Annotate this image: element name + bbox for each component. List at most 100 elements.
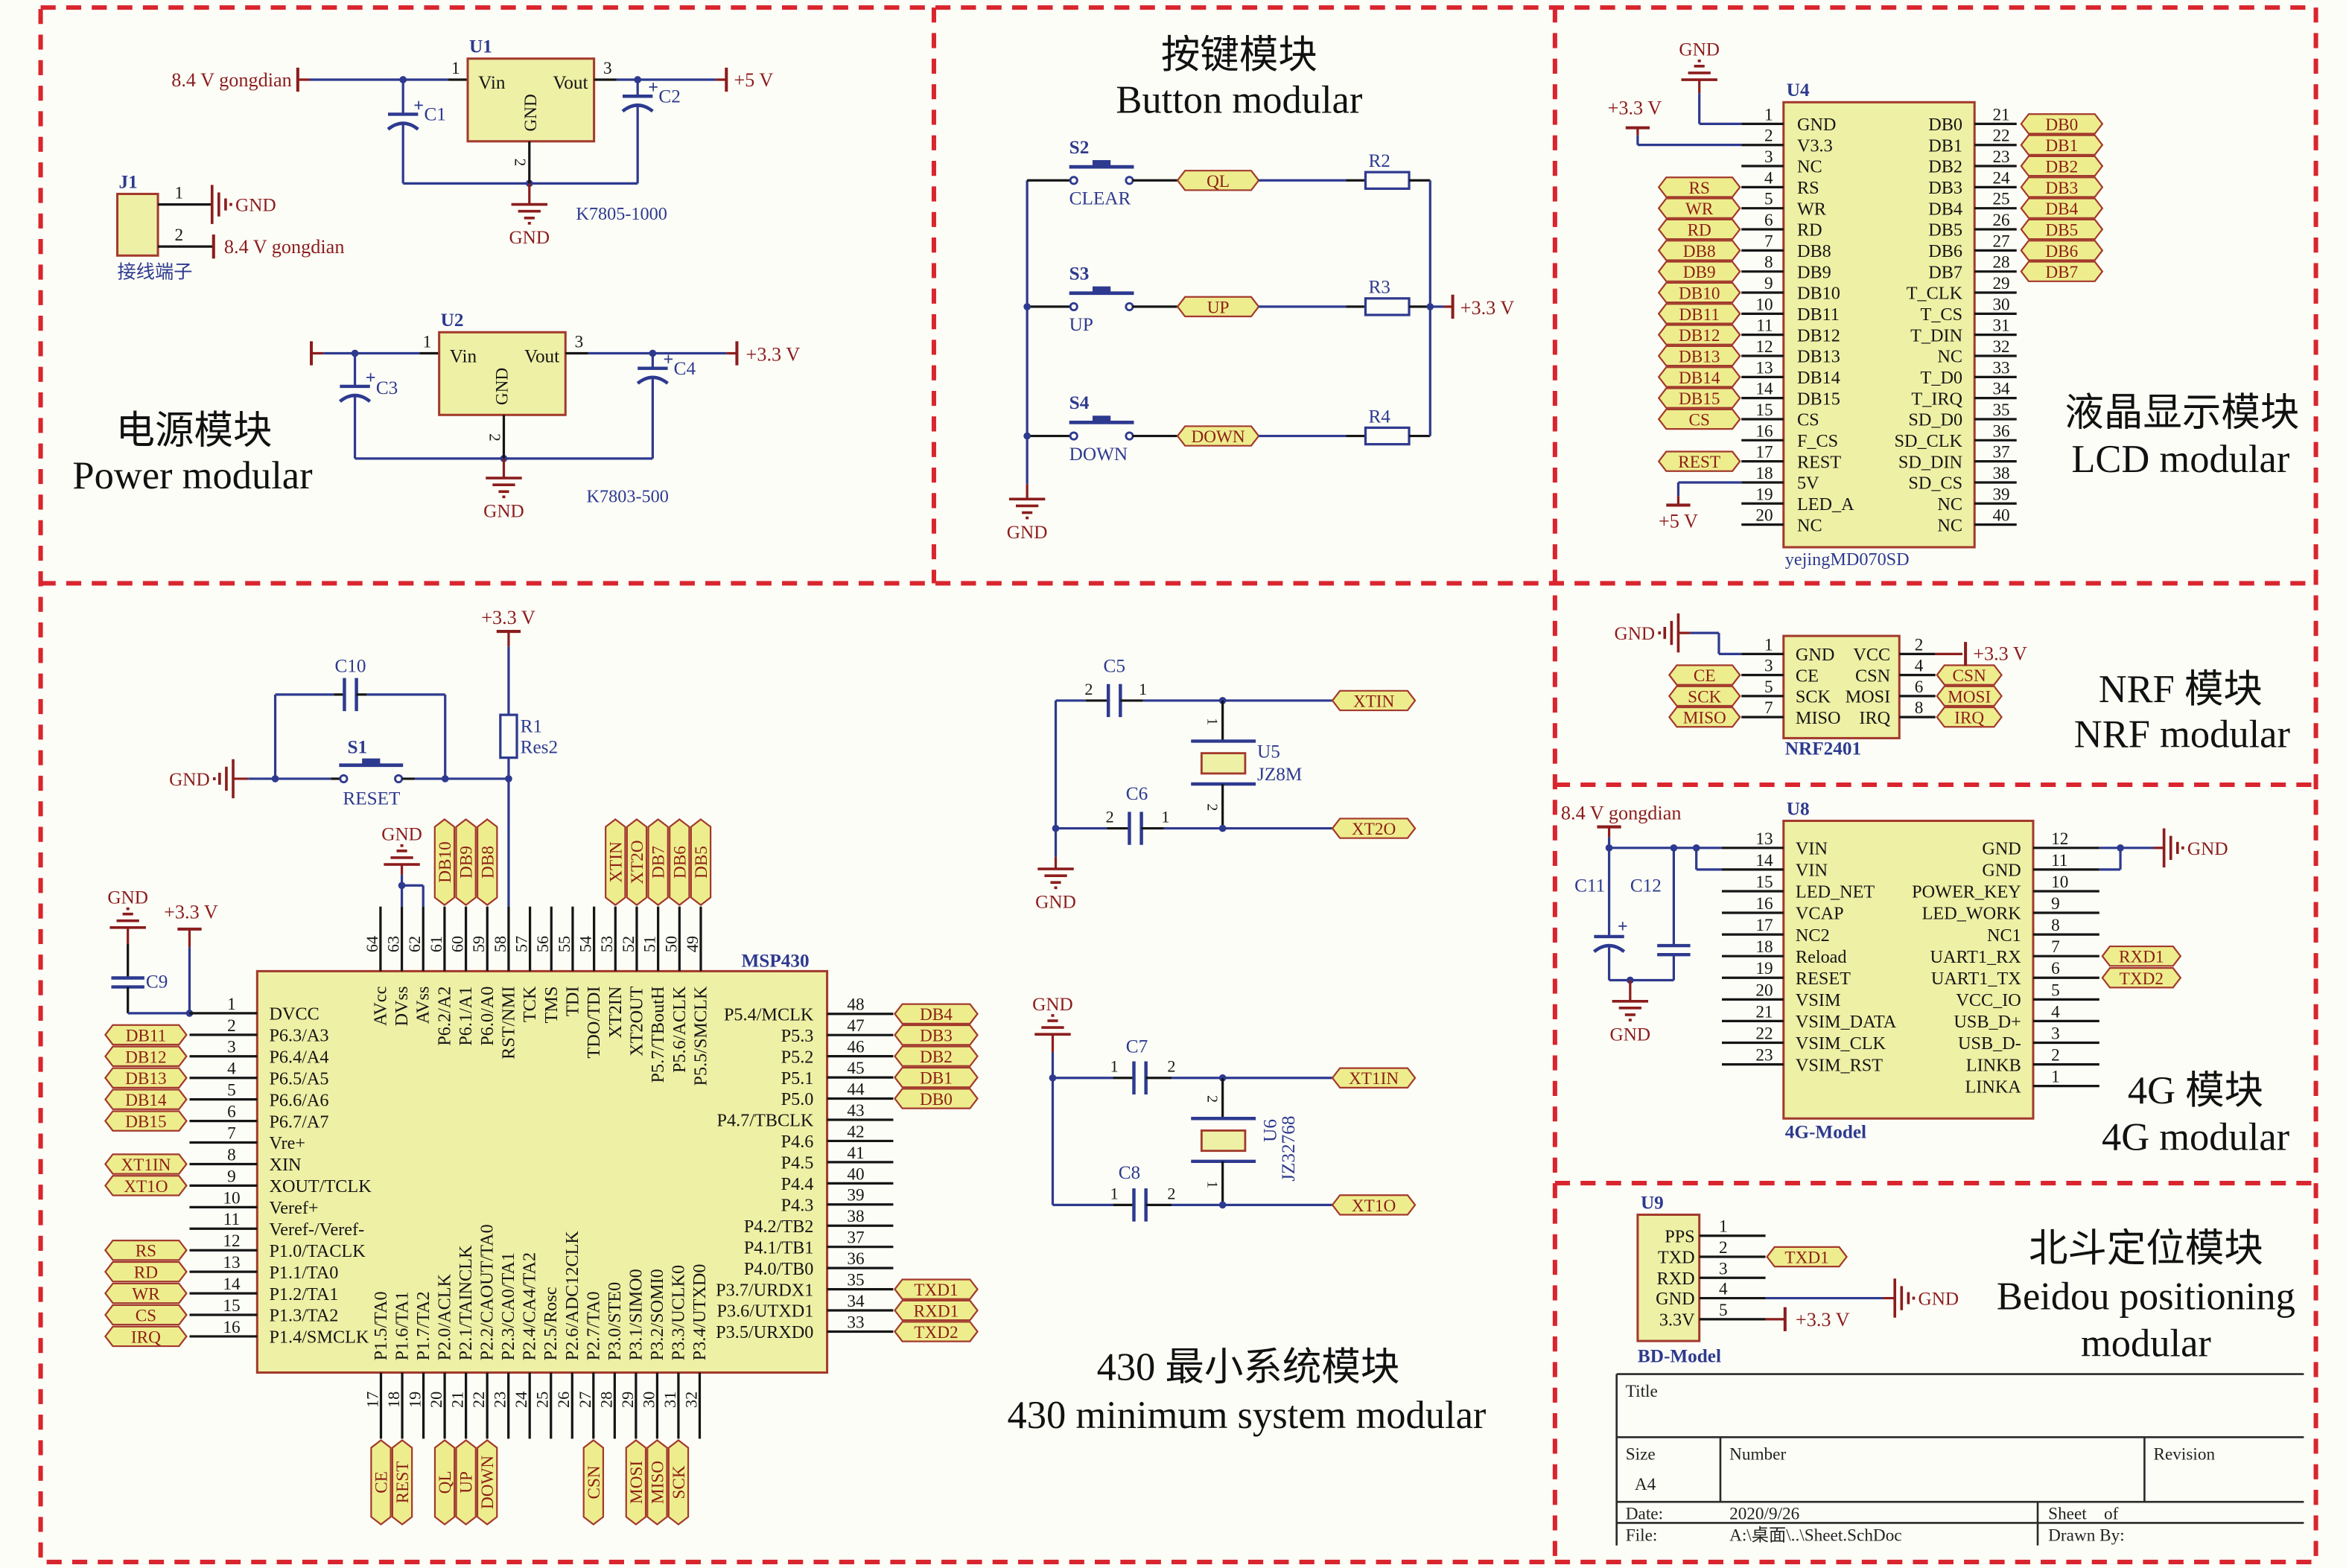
date-label: Date: (1626, 1504, 1663, 1523)
net-label: IRQ (1936, 706, 2003, 728)
net-label-text: XT2O (628, 840, 647, 884)
net-label-shape (104, 1304, 188, 1326)
pin-number: 2 (1204, 1095, 1220, 1103)
net-label-text: RXD1 (2119, 948, 2164, 967)
gnd-label: GND (509, 228, 550, 248)
designator-c7: C7 (1126, 1036, 1148, 1057)
net-label: RXD1 (894, 1299, 979, 1322)
pin-name: NC (1937, 347, 1962, 367)
pin-number: 52 (619, 936, 638, 952)
module-title-cn: 430 最小系统模块 (1097, 1346, 1400, 1389)
pin-number: 20 (427, 1392, 445, 1408)
net-label-shape (104, 1110, 188, 1132)
pin-name: Reload (1796, 947, 1847, 967)
net-label-text: IRQ (131, 1328, 161, 1347)
net-label-shape (1657, 218, 1741, 240)
net-label: DB5 (2020, 218, 2104, 240)
switch-designator: S2 (1069, 138, 1090, 158)
pin-number: 1 (1204, 718, 1220, 725)
designator-c1: C1 (424, 105, 445, 125)
pin-number: 28 (597, 1392, 615, 1408)
pin-number: 7 (227, 1124, 236, 1143)
polarity-mark: + (413, 95, 424, 115)
gnd-symbol: GND (1679, 40, 1720, 81)
net-label-text: CSN (1953, 666, 1986, 686)
net-label-shape (2020, 218, 2104, 240)
lcd-connector-u4 (1782, 101, 1976, 549)
net-label-text: RD (1688, 221, 1711, 240)
pin-name: P2.7/TA0 (583, 1291, 603, 1360)
pin-name: P6.7/A7 (269, 1112, 328, 1132)
pin-name: UART1_TX (1931, 969, 2021, 989)
net-label-shape (1657, 324, 1741, 345)
nrf-module-body (1782, 634, 1901, 739)
pin-name: AVcc (370, 987, 390, 1026)
designator-u9: U9 (1641, 1193, 1664, 1213)
part-number-u1: K7805-1000 (576, 204, 667, 224)
pin-name: DB8 (1797, 241, 1831, 261)
gnd-label: GND (1679, 40, 1720, 60)
crystal (1191, 1117, 1256, 1164)
switch-designator: S4 (1069, 393, 1090, 413)
net-label-shape (2020, 197, 2104, 219)
pin-name: TDO/TDI (584, 987, 604, 1059)
pin-name: IRQ (1859, 708, 1890, 728)
net-label-text: DB14 (1679, 369, 1720, 388)
regulator-u1 (466, 57, 596, 143)
pin-number: 2 (1167, 1184, 1175, 1202)
net-label: DB0 (2020, 113, 2104, 135)
pin-name: V3.3 (1797, 136, 1833, 156)
junction-dot (441, 775, 449, 783)
pin-number: 42 (847, 1122, 864, 1141)
net-label-shape (433, 818, 456, 906)
net-label-text: SCK (670, 1465, 689, 1499)
switch-button-cap (1092, 415, 1111, 423)
net-label-shape (104, 1175, 188, 1196)
pin-number: 32 (681, 1392, 700, 1408)
net-label: DB11 (1657, 303, 1741, 325)
crystal-body (1200, 1129, 1247, 1153)
pin-number: 4 (1915, 657, 1924, 676)
net-label-shape (1657, 387, 1741, 409)
net-label-text: TXD1 (914, 1281, 958, 1300)
pin-name-vout: Vout (553, 73, 588, 93)
net-label-text: DB14 (125, 1091, 167, 1110)
pin-name: F_CS (1797, 431, 1838, 451)
net-label-text: CSN (585, 1465, 604, 1499)
drawn-by-label: Drawn By: (2048, 1526, 2125, 1546)
pin-number: 9 (2051, 894, 2060, 914)
pin-name: NC (1797, 157, 1822, 177)
junction-dot (1218, 1074, 1227, 1082)
net-label-text: UP (457, 1471, 477, 1494)
net-label: CE (1668, 664, 1741, 686)
pin-number: 1 (1110, 1057, 1119, 1076)
pin-name: T_IRQ (1911, 389, 1962, 409)
net-label-shape (2101, 967, 2182, 989)
pin-name: P6.3/A3 (269, 1026, 328, 1046)
pin-name: P6.0/A0 (477, 987, 498, 1046)
net-label-text: REST (1678, 453, 1720, 472)
part-number-u5: JZ8M (1257, 765, 1302, 785)
pin-name: XIN (269, 1155, 301, 1175)
pin-number: 23 (1992, 147, 2009, 167)
